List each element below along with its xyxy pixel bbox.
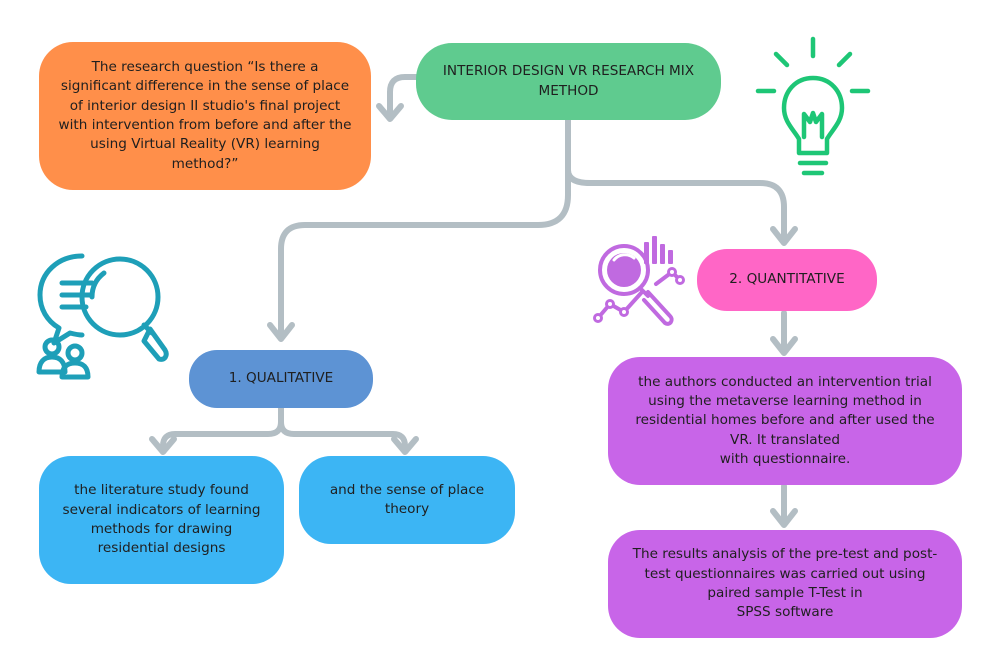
quantitative-node: 2. QUANTITATIVE [697, 249, 877, 311]
quantitative-label: 2. QUANTITATIVE [729, 271, 845, 288]
intervention-text: the authors conducted an intervention tr… [635, 373, 935, 467]
qualitative-node: 1. QUALITATIVE [189, 350, 373, 408]
research-question-text: The research question “Is there a signif… [58, 59, 352, 172]
qualitative-label: 1. QUALITATIVE [228, 370, 334, 387]
lightbulb-icon [755, 36, 871, 176]
analytics-search-icon [593, 236, 685, 326]
title-text: INTERIOR DESIGN VR RESEARCH MIX METHOD [442, 63, 695, 99]
chat-search-people-icon [36, 253, 169, 380]
theory-text: and the sense of place theory [329, 481, 485, 517]
intervention-node: the authors conducted an intervention tr… [608, 357, 962, 485]
results-text: The results analysis of the pre-test and… [632, 546, 938, 621]
literature-text: the literature study found several indic… [62, 482, 261, 557]
research-question-node: The research question “Is there a signif… [39, 42, 371, 190]
theory-node: and the sense of place theory [299, 456, 515, 544]
literature-node: the literature study found several indic… [39, 456, 284, 584]
title-node: INTERIOR DESIGN VR RESEARCH MIX METHOD [416, 43, 721, 120]
results-node: The results analysis of the pre-test and… [608, 530, 962, 638]
